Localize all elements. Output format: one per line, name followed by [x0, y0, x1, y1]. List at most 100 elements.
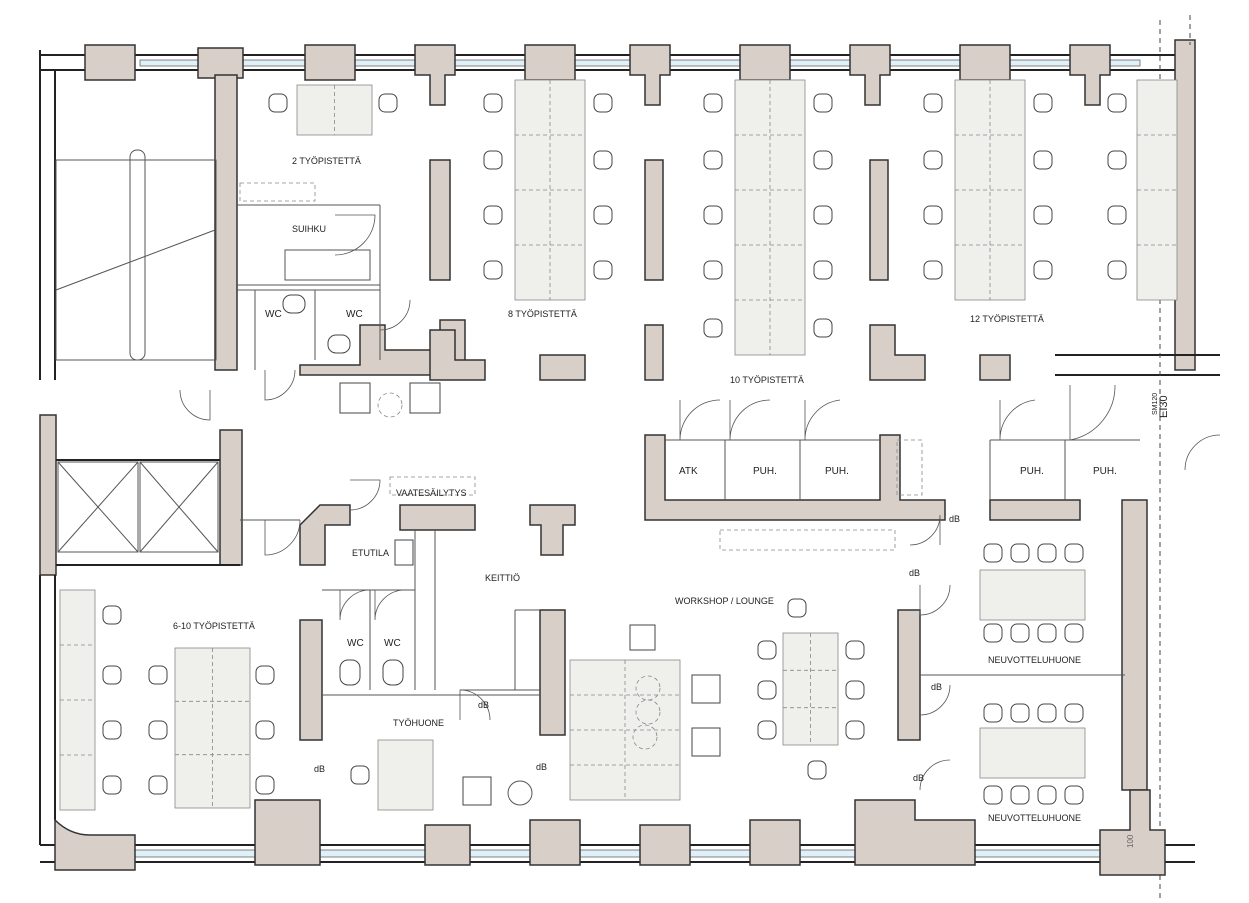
- db-label: dB: [949, 514, 960, 524]
- chair: [1010, 623, 1030, 643]
- chair: [923, 260, 943, 280]
- lounge-chair: [691, 727, 721, 757]
- round-table: [632, 724, 658, 750]
- chair: [102, 775, 122, 795]
- chair: [983, 703, 1003, 723]
- label-meeting-room: NEUVOTTELUHUONE: [988, 813, 1081, 823]
- furniture: [59, 79, 1178, 811]
- chair: [813, 260, 833, 280]
- chair: [593, 150, 613, 170]
- chair: [350, 765, 370, 785]
- plant: [507, 780, 533, 806]
- chair: [845, 680, 865, 700]
- round-table: [377, 392, 403, 418]
- label-wc: WC: [265, 309, 282, 320]
- lounge-chair: [409, 382, 441, 414]
- round-table: [635, 699, 661, 725]
- label-cloakroom: VAATESÄILYTYS: [396, 488, 467, 498]
- chair: [845, 720, 865, 740]
- chair: [757, 680, 777, 700]
- label-shower: SUIHKU: [292, 224, 326, 234]
- chair: [703, 150, 723, 170]
- chair: [1037, 623, 1057, 643]
- chair: [148, 665, 168, 685]
- fire-rating-label: EI30: [1158, 395, 1170, 418]
- chair: [1064, 703, 1084, 723]
- chair: [255, 720, 275, 740]
- db-label: dB: [314, 764, 325, 774]
- chair: [1064, 543, 1084, 563]
- chair: [378, 93, 398, 113]
- db-label: dB: [931, 682, 942, 692]
- lounge-chair: [691, 674, 721, 704]
- db-label: dB: [536, 762, 547, 772]
- lounge-chair: [339, 382, 371, 414]
- label-atk: ATK: [679, 466, 698, 477]
- label-wc: WC: [384, 638, 401, 649]
- toilet: [339, 659, 361, 686]
- shower-tray: [284, 249, 371, 281]
- chair: [593, 93, 613, 113]
- sound-rating-label: SM120: [1152, 393, 1159, 415]
- db-label: dB: [909, 568, 920, 578]
- chair: [102, 720, 122, 740]
- chair: [1107, 260, 1127, 280]
- chair: [593, 205, 613, 225]
- label-kitchen: KEITTIÖ: [485, 573, 520, 583]
- chair: [483, 150, 503, 170]
- chair: [1010, 703, 1030, 723]
- chair: [813, 318, 833, 338]
- chair: [703, 260, 723, 280]
- label-10-workstations: 10 TYÖPISTETTÄ: [730, 375, 804, 385]
- chair: [148, 720, 168, 740]
- chair: [1107, 205, 1127, 225]
- label-office: TYÖHUONE: [393, 718, 444, 728]
- label-phone-room: PUH.: [753, 466, 777, 477]
- chair: [813, 150, 833, 170]
- chair: [983, 785, 1003, 805]
- chair: [255, 775, 275, 795]
- chair: [923, 150, 943, 170]
- chair: [1010, 785, 1030, 805]
- label-lounge: WORKSHOP / LOUNGE: [675, 596, 774, 606]
- chair: [255, 665, 275, 685]
- chair: [983, 623, 1003, 643]
- bench: [719, 529, 896, 551]
- chair: [807, 760, 827, 780]
- desk: [979, 727, 1086, 779]
- db-label: dB: [478, 700, 489, 710]
- chair: [1064, 623, 1084, 643]
- chair: [757, 640, 777, 660]
- label-12-workstations: 12 TYÖPISTETTÄ: [970, 314, 1044, 324]
- chair: [813, 205, 833, 225]
- chair: [148, 775, 168, 795]
- label-phone-room: PUH.: [1020, 466, 1044, 477]
- elevators: [57, 461, 219, 553]
- cloak-storage: [389, 476, 476, 496]
- chair: [1033, 260, 1053, 280]
- chair: [1064, 785, 1084, 805]
- chair: [102, 665, 122, 685]
- chair: [703, 205, 723, 225]
- chair: [1037, 543, 1057, 563]
- desk: [1136, 79, 1178, 301]
- label-2-workstations: 2 TYÖPISTETTÄ: [292, 156, 361, 166]
- chair: [1033, 93, 1053, 113]
- room-labels: 2 TYÖPISTETTÄ SUIHKU WC WC 8 TYÖPISTETTÄ…: [173, 156, 1170, 848]
- chair: [268, 93, 288, 113]
- staircase: [55, 149, 217, 361]
- chair: [1010, 543, 1030, 563]
- desk: [979, 569, 1086, 621]
- chair: [483, 205, 503, 225]
- chair: [923, 93, 943, 113]
- chair: [483, 260, 503, 280]
- chair: [787, 598, 807, 618]
- chair: [1037, 703, 1057, 723]
- chair: [703, 318, 723, 338]
- chair: [593, 260, 613, 280]
- chair: [757, 720, 777, 740]
- chair: [1033, 150, 1053, 170]
- label-wc: WC: [347, 638, 364, 649]
- walls-and-columns: [39, 15, 1221, 900]
